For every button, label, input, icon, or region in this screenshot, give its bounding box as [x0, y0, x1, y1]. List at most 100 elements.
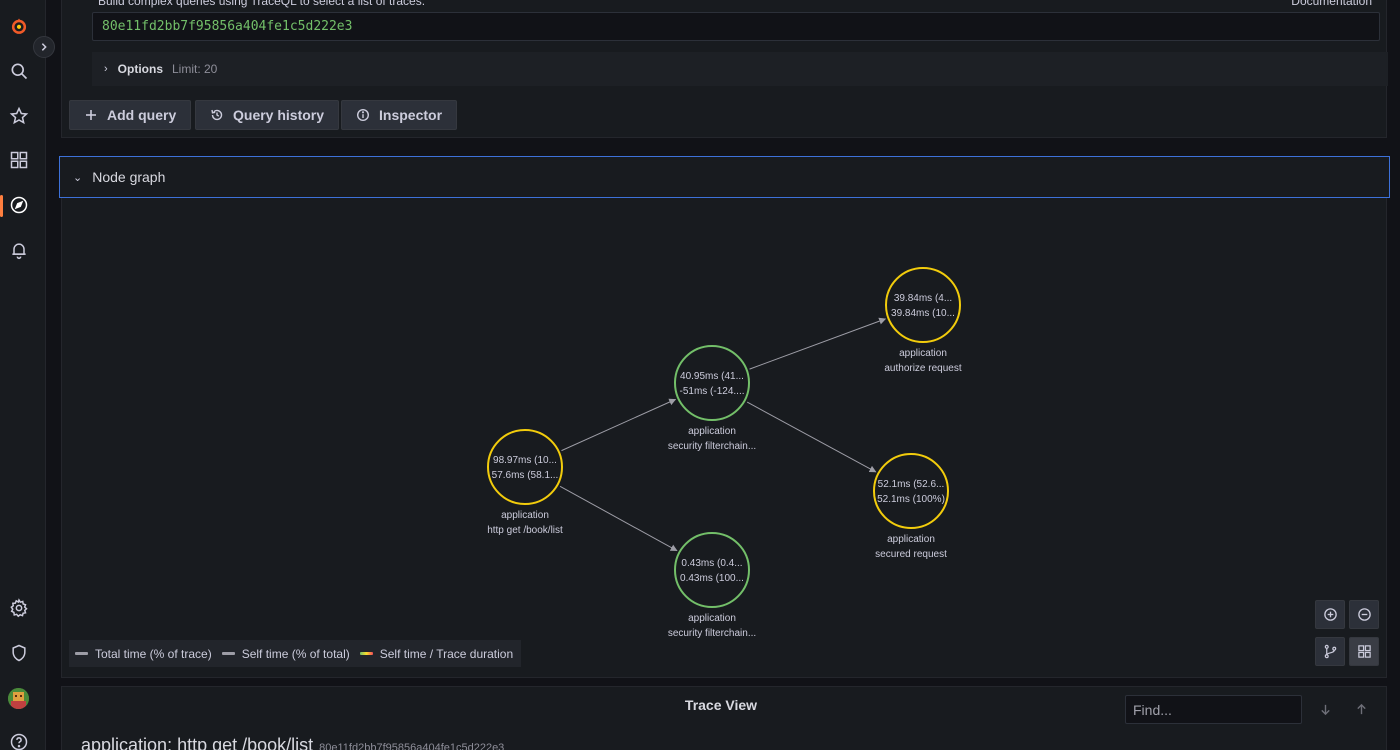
legend-self-time-label: Self time (% of total)	[241, 646, 350, 661]
info-circle-icon	[356, 108, 370, 122]
search-icon[interactable]	[7, 59, 31, 83]
node-stat-primary: 52.1ms (52.6...	[878, 479, 945, 490]
node-stat-secondary: -51ms (-124....	[679, 386, 744, 397]
graph-node-n3[interactable]: 39.84ms (4... 39.84ms (10... application au…	[884, 267, 962, 374]
node-stat-secondary: 57.6ms (58.1...	[492, 470, 559, 481]
query-help-text: Build complex queries using TraceQL to s…	[98, 0, 426, 8]
query-history-button[interactable]: Query history	[195, 100, 340, 130]
chevron-right-icon	[41, 43, 47, 51]
graph-node-n5[interactable]: 0.43ms (0.4... 0.43ms (100... application s…	[668, 532, 756, 639]
trace-service-heading: application: http get /book/list 80e11fd2…	[81, 735, 504, 750]
node-title: application	[688, 426, 736, 437]
node-stat-primary: 98.97ms (10...	[493, 455, 557, 466]
graph-node-n2[interactable]: 40.95ms (41... -51ms (-124.... application…	[668, 345, 756, 452]
grafana-logo-icon[interactable]	[7, 14, 31, 38]
find-next-button[interactable]	[1310, 695, 1340, 724]
graph-node-circle[interactable]	[674, 345, 750, 421]
configuration-gear-icon[interactable]	[7, 596, 31, 620]
trace-view-title: Trace View	[684, 697, 758, 713]
node-title: application	[899, 348, 947, 359]
node-stat-primary: 39.84ms (4...	[894, 293, 952, 304]
sidebar	[0, 0, 46, 750]
arrow-down-icon	[1320, 704, 1330, 716]
node-graph-canvas[interactable]: 98.97ms (10... 57.6ms (58.1... application…	[61, 198, 1387, 678]
nodes-layer: 98.97ms (10... 57.6ms (58.1... application…	[487, 267, 962, 639]
legend-total-time[interactable]: Total time (% of trace)	[75, 647, 212, 661]
alerting-bell-icon[interactable]	[7, 238, 31, 262]
node-graph-title: Node graph	[92, 169, 166, 185]
shield-icon[interactable]	[7, 641, 31, 665]
node-stat-primary: 40.95ms (41...	[680, 371, 744, 382]
graph-edge-n1-n2[interactable]	[561, 398, 677, 452]
legend-total-time-label: Total time (% of trace)	[95, 646, 212, 661]
graph-node-circle[interactable]	[674, 532, 750, 608]
chevron-down-icon: ⌄	[73, 171, 83, 184]
user-avatar[interactable]	[8, 688, 29, 709]
node-subtitle: http get /book/list	[487, 525, 563, 536]
node-graph-svg[interactable]: 98.97ms (10... 57.6ms (58.1... application…	[62, 198, 1388, 678]
node-subtitle: secured request	[875, 549, 947, 560]
node-stat-secondary: 0.43ms (100...	[680, 573, 744, 584]
trace-service-name: application: http get /book/list	[81, 735, 314, 750]
graph-layout-button[interactable]	[1315, 637, 1345, 666]
node-subtitle: authorize request	[884, 363, 961, 374]
legend-gradient-swatch	[359, 652, 373, 655]
zoom-out-icon	[1357, 608, 1371, 621]
trace-find-input[interactable]	[1125, 695, 1302, 724]
node-graph-collapse-header[interactable]: ⌄ Node graph	[59, 156, 1390, 198]
node-title: application	[887, 534, 935, 545]
star-icon[interactable]	[7, 104, 31, 128]
node-subtitle: security filterchain...	[668, 441, 756, 452]
chevron-right-icon: ›	[104, 63, 108, 75]
legend-self-time[interactable]: Self time (% of total)	[221, 646, 350, 661]
graph-node-circle[interactable]	[487, 429, 563, 505]
grid-icon	[1357, 645, 1371, 658]
legend-swatch	[75, 652, 88, 655]
options-limit: Limit: 20	[172, 62, 218, 76]
expand-sidebar-button[interactable]	[33, 36, 55, 58]
zoom-in-button[interactable]	[1315, 600, 1345, 629]
graph-edge-n2-n3[interactable]	[749, 317, 887, 370]
active-indicator	[0, 195, 3, 217]
node-title: application	[688, 613, 736, 624]
grid-layout-button[interactable]	[1349, 637, 1379, 666]
graph-edge-n1-n5[interactable]	[559, 485, 678, 552]
inspector-label: Inspector	[379, 107, 443, 123]
legend-swatch	[221, 652, 235, 655]
graph-node-n4[interactable]: 52.1ms (52.6... 52.1ms (100%) application s…	[873, 453, 949, 560]
zoom-out-button[interactable]	[1349, 600, 1379, 629]
options-label: Options	[117, 62, 163, 76]
trace-id-label: 80e11fd2bb7f95856a404fe1c5d222e3	[319, 742, 505, 750]
query-history-label: Query history	[233, 107, 325, 123]
graph-node-n1[interactable]: 98.97ms (10... 57.6ms (58.1... application…	[487, 429, 563, 536]
code-branch-icon	[1324, 644, 1336, 659]
arrow-up-icon	[1356, 703, 1366, 715]
legend-self-duration-label: Self time / Trace duration	[379, 646, 514, 661]
dashboards-icon[interactable]	[7, 148, 31, 172]
inspector-button[interactable]: Inspector	[341, 100, 458, 130]
node-graph-legend: Total time (% of trace) Self time (% of …	[69, 640, 522, 667]
graph-node-circle[interactable]	[873, 453, 949, 529]
add-query-button[interactable]: Add query	[69, 100, 192, 130]
documentation-link[interactable]: Documentation	[1291, 0, 1372, 8]
node-subtitle: security filterchain...	[668, 628, 756, 639]
query-options-toggle[interactable]: › Options Limit: 20	[92, 52, 1388, 86]
node-title: application	[501, 510, 549, 521]
help-icon[interactable]	[7, 730, 31, 750]
trace-view-panel: Trace View application: http get /book/l…	[61, 686, 1387, 750]
node-stat-secondary: 52.1ms (100%)	[877, 494, 945, 505]
explore-compass-icon[interactable]	[7, 193, 31, 217]
zoom-in-icon	[1323, 608, 1337, 621]
find-previous-button[interactable]	[1346, 695, 1376, 724]
node-stat-secondary: 39.84ms (10...	[891, 308, 955, 319]
trace-id-input[interactable]: 80e11fd2bb7f95856a404fe1c5d222e3	[92, 12, 1380, 41]
edges-layer	[559, 317, 887, 552]
history-icon	[210, 108, 224, 122]
legend-self-duration[interactable]: Self time / Trace duration	[359, 646, 514, 661]
add-query-label: Add query	[107, 107, 177, 123]
query-editor-panel: Build complex queries using TraceQL to s…	[61, 0, 1388, 138]
plus-icon	[84, 108, 98, 122]
graph-node-circle[interactable]	[885, 267, 961, 343]
graph-edge-n2-n4[interactable]	[746, 401, 877, 473]
node-stat-primary: 0.43ms (0.4...	[681, 558, 742, 569]
